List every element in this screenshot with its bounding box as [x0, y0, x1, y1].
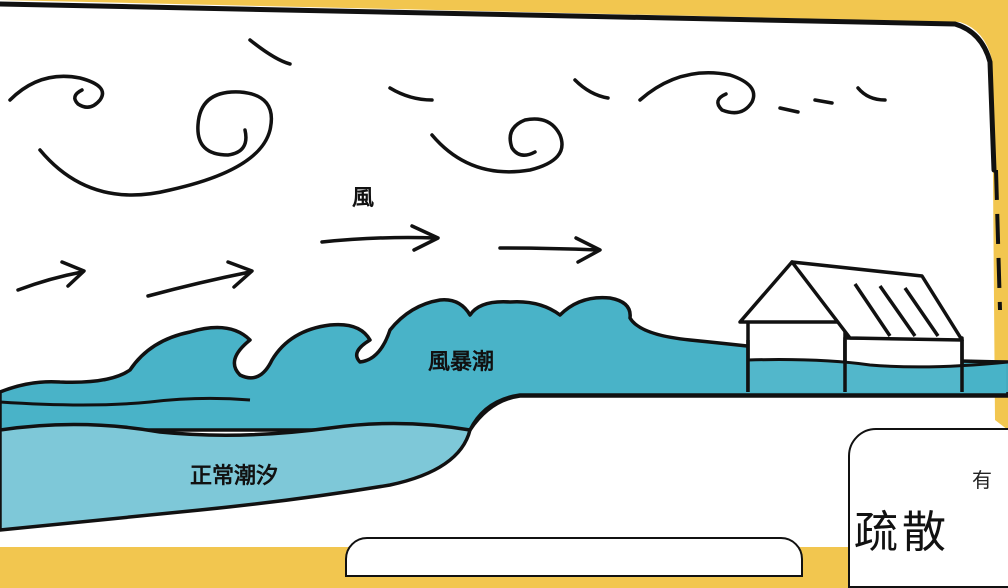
- storm-surge-illustration: [0, 0, 1008, 547]
- water-separator: [0, 396, 251, 407]
- normal-tide-label: 正常潮汐: [190, 464, 279, 489]
- wind-label: 風: [352, 186, 375, 211]
- panel-border: [0, 1, 997, 173]
- wind-arrow-icon: [16, 224, 602, 298]
- panel-border-right: [994, 169, 1002, 311]
- normal-tide-water: [0, 421, 472, 532]
- house-posts: [746, 340, 964, 392]
- info-box-line1: 有: [972, 468, 992, 492]
- info-box: 有 疏散: [848, 428, 1008, 588]
- storm-surge-label: 風暴潮: [428, 350, 495, 375]
- info-box-line2: 疏散: [854, 507, 950, 558]
- bottom-panel: [345, 537, 803, 577]
- shore-line: [468, 394, 1008, 431]
- wind-swirl-icon: [8, 38, 887, 197]
